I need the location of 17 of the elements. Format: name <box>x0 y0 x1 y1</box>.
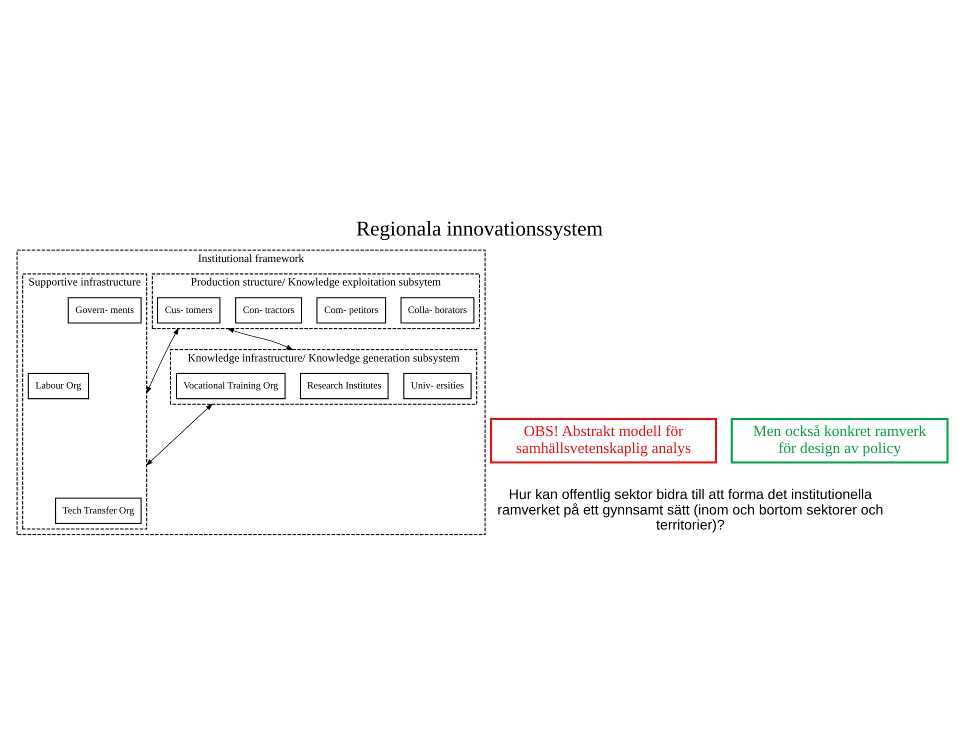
node-box: Univ- ersities <box>403 372 472 399</box>
node-box: Colla- borators <box>400 296 474 324</box>
node-box: Labour Org <box>28 372 90 399</box>
caption: Hur kan offentlig sektor bidra till att forma det institutionella ramverket på ett gynnsamt sätt (inom och bortom sektorer och territorier)? <box>497 485 884 532</box>
node-box: Govern- ments <box>68 296 142 324</box>
node-box: Tech Transfer Org <box>55 497 142 524</box>
arrow <box>146 327 179 394</box>
node-box: OBS! Abstrakt modell för samhällsvetenskaplig analys <box>490 417 718 463</box>
node-box: Com- petitors <box>316 296 386 324</box>
arrow <box>146 403 213 466</box>
node-box: Men också konkret ramverk för design av policy <box>730 417 949 463</box>
diagram-title: Regionala innovationssystem <box>356 216 603 240</box>
node-box: Research Institutes <box>300 372 389 399</box>
node-box: Con- tractors <box>235 296 302 324</box>
arrow <box>226 328 294 350</box>
node-box: Vocational Training Org <box>176 372 286 399</box>
node-box: Cus- tomers <box>157 296 220 324</box>
